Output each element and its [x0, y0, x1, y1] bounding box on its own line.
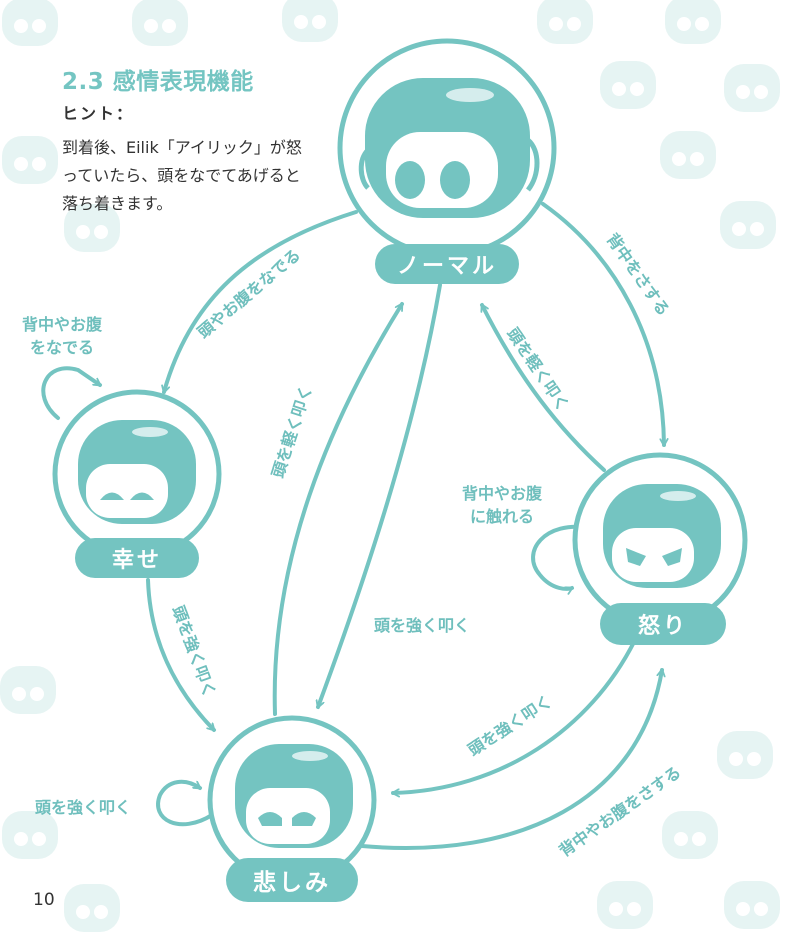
transition-normal-to-sad: 頭を強く叩く — [374, 616, 471, 635]
state-label-sad: 悲しみ — [226, 858, 358, 902]
arrow-angry-to-normal — [480, 303, 606, 472]
section-title: 2.3 感情表現機能 — [62, 69, 254, 95]
state-label-normal: ノーマル — [375, 244, 519, 284]
transition-angry-self: 背中やお腹 に触れる — [462, 484, 543, 526]
arrow-angry-to-sad — [391, 638, 637, 793]
arrow-sad-to-angry — [360, 668, 662, 850]
hint-description: 到着後、Eilik「アイリック」が怒っていたら、頭をなでてあげると落ち着きます。 — [62, 138, 302, 213]
transition-happy-self: 背中やお腹 をなでる — [22, 315, 103, 357]
state-label-happy: 幸せ — [75, 538, 199, 578]
arrow-normal-to-sad — [318, 283, 442, 709]
page-number: 10 — [33, 890, 55, 910]
arrow-sad-self-loop — [156, 779, 214, 827]
robot-sad-face — [235, 744, 353, 848]
arrow-normal-to-happy — [164, 210, 358, 394]
arrow-happy-to-sad — [146, 578, 216, 732]
arrow-normal-to-angry — [541, 202, 664, 447]
robot-angry-face — [603, 484, 721, 588]
hint-label: ヒント： — [62, 104, 135, 123]
arrow-angry-self-loop — [531, 524, 592, 589]
state-label-angry: 怒り — [600, 603, 726, 645]
transition-sad-self: 頭を強く叩く — [35, 798, 132, 817]
arrow-sad-to-normal — [272, 302, 404, 716]
robot-happy-face — [78, 420, 196, 524]
arrow-happy-self-loop — [41, 366, 102, 420]
robot-normal-face — [358, 78, 540, 218]
